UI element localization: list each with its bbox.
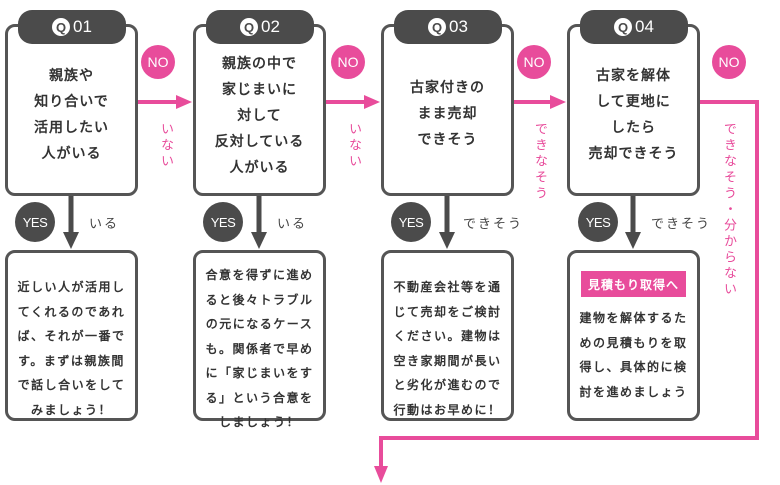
question-line: 人がいる [41,146,102,162]
question-line: 親族の中で [222,56,297,72]
question-text-q04: 古家を解体 して更地に したら 売却できそう [570,63,697,167]
no-badge-q02: NO [331,45,365,79]
question-line: 家じまいに [222,82,297,98]
question-text-q01: 親族や 知り合いで 活用したい 人がいる [8,63,135,167]
no-arrow-q02 [326,95,380,109]
question-text-q03: 古家付きの まま売却 できそう [384,75,511,153]
yes-answer-q02: いる [277,217,308,232]
result-line: と劣化が進むので [393,378,502,392]
question-number: 04 [635,17,654,36]
question-line: 古家を解体 [596,68,671,84]
no-arrow-q03 [513,95,566,109]
question-number: 01 [73,17,92,36]
result-box-q02: 合意を得ずに進め ると後々トラブル の元になるケース も。関係者で早め に「家じ… [193,250,326,429]
question-text-q02: 親族の中で 家じまいに 対して 反対している 人がいる [196,51,323,181]
no-badge-q01: NO [141,45,175,79]
no-answer-q03: できなそう [532,122,547,202]
result-line: に「家じまいをす [205,366,314,380]
result-line: てくれるのであれ [17,304,126,319]
result-line: 得し、具体的に検 [579,360,688,374]
yes-arrow-q04 [625,195,641,249]
estimate-badge: 見積もり取得へ [581,271,686,297]
question-box-q02: 親族の中で 家じまいに 対して 反対している 人がいる [193,24,326,196]
no-answer-q04: できなそう・分からない [721,122,736,298]
yes-arrow-q02 [251,195,267,249]
question-header-q02: Q 02 [206,10,314,44]
q-icon: Q [428,18,447,36]
question-header-q01: Q 01 [18,10,126,44]
question-line: 反対している [214,134,305,150]
result-line: の元になるケース [205,317,314,331]
result-line: 討を進めましょう [579,384,688,399]
question-box-q04: 古家を解体 して更地に したら 売却できそう [567,24,700,196]
question-line: 知り合いで [34,94,109,110]
result-line: 合意を得ずに進め [205,268,314,282]
no-arrow-q04-route [374,100,759,483]
result-line: 建物を解体するた [579,311,688,325]
result-text-q03: 不動産会社等を通 じて売却をご検討 ください。建物は 空き家期間が長い と劣化が… [384,275,511,422]
q-icon: Q [52,18,71,36]
result-line: 空き家期間が長い [393,353,502,368]
no-answer-q01: いない [158,122,173,170]
yes-badge-q04: YES [578,202,618,242]
yes-badge-q02: YES [203,202,243,242]
yes-arrow-q01 [63,195,79,249]
yes-arrow-q03 [439,195,455,249]
result-line: も。関係者で早め [205,341,314,356]
question-box-q01: 親族や 知り合いで 活用したい 人がいる [5,24,138,196]
no-badge-q04: NO [712,45,746,79]
result-text-q04: 建物を解体するた めの見積もりを取 得し、具体的に検 討を進めましょう [570,306,697,404]
question-line: 対して [237,108,282,124]
question-box-q03: 古家付きの まま売却 できそう [381,24,514,196]
question-line: したら [611,120,656,136]
question-header-q03: Q 03 [394,10,502,44]
question-number: 02 [261,17,280,36]
result-text-q02: 合意を得ずに進め ると後々トラブル の元になるケース も。関係者で早め に「家じ… [196,263,323,435]
result-line: 不動産会社等を通 [393,280,502,294]
no-answer-q02: いない [346,122,361,170]
result-line: す。まずは親族間 [18,353,125,368]
result-line: しましょう！ [218,415,300,429]
result-line: 近しい人が活用し [17,280,126,294]
question-line: 活用したい [34,120,109,136]
result-box-q01: 近しい人が活用し てくれるのであれ ば、それが一番で す。まずは親族間 で話し合… [5,250,138,421]
question-header-q04: Q 04 [580,10,688,44]
question-line: 親族や [49,68,94,84]
yes-badge-q03: YES [391,202,431,242]
no-badge-q03: NO [517,45,551,79]
result-line: る」という合意を [205,390,314,405]
no-arrow-q01 [138,95,192,109]
yes-answer-q01: いる [89,217,120,232]
result-line: じて売却をご検討 [393,304,502,319]
question-number: 03 [449,17,468,36]
question-line: して更地に [596,94,671,110]
question-line: 売却できそう [588,146,679,162]
result-line: みましょう！ [30,402,112,417]
result-line: 行動はお早めに！ [393,402,502,417]
question-line: まま売却 [417,106,478,122]
result-text-q01: 近しい人が活用し てくれるのであれ ば、それが一番で す。まずは親族間 で話し合… [8,275,135,422]
yes-answer-q03: できそう [463,217,524,232]
result-line: めの見積もりを取 [579,335,688,350]
q-icon: Q [240,18,259,36]
result-line: で話し合いをして [17,378,126,392]
question-line: 古家付きの [410,80,485,96]
result-line: ください。建物は [393,329,502,343]
q-icon: Q [614,18,633,36]
result-box-q03: 不動産会社等を通 じて売却をご検討 ください。建物は 空き家期間が長い と劣化が… [381,250,514,421]
question-line: できそう [417,132,478,148]
yes-badge-q01: YES [15,202,55,242]
yes-answer-q04: できそう [651,217,712,232]
result-line: ば、それが一番で [17,329,126,343]
question-line: 人がいる [229,160,290,176]
result-line: ると後々トラブル [205,292,314,307]
